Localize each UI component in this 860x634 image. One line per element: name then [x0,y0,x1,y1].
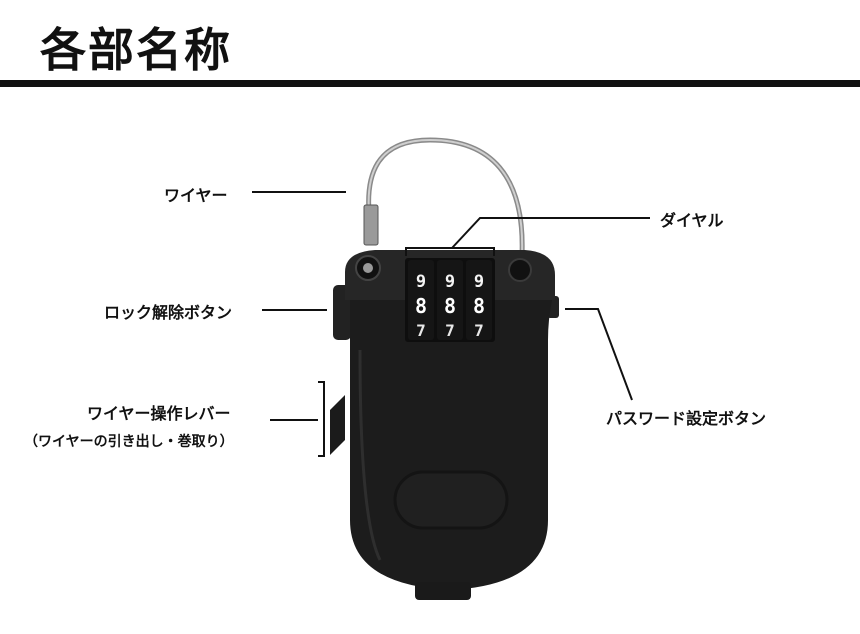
dial-1 [408,260,434,340]
title-underline [0,80,860,87]
lever-note-label: （ワイヤーの引き出し・巻取り） [24,434,234,450]
dial-1-middle: 8 [415,294,427,318]
page-title: 各部名称 [40,23,232,77]
dial-3-middle: 8 [473,294,485,318]
wire-label: ワイヤー [164,186,228,205]
dial-2-top: 9 [445,272,455,292]
unlock-button-label: ロック解除ボタン [104,303,233,322]
dial-2-middle: 8 [444,294,456,318]
dial-3-bottom: 7 [474,321,484,340]
password-leader [565,308,633,401]
dial-2-bottom: 7 [445,321,455,340]
dial-label: ダイヤル [660,211,724,230]
wire-cable [366,137,525,258]
password-button-label: パスワード設定ボタン [606,409,767,428]
wire-ferrule [363,204,379,246]
dial-1-bottom: 7 [416,321,426,340]
bottom-tab [415,582,471,600]
lever-bracket [318,381,325,457]
dial-2 [437,260,463,340]
dial-1-top: 9 [416,272,426,292]
dial-leader [451,217,650,249]
lever-label: ワイヤー操作レバー [87,404,231,423]
lever-shape [330,395,345,455]
dial-bracket [405,247,495,256]
embossed-oval [393,470,509,530]
dial-3-top: 9 [474,272,484,292]
dial-3 [466,260,492,340]
